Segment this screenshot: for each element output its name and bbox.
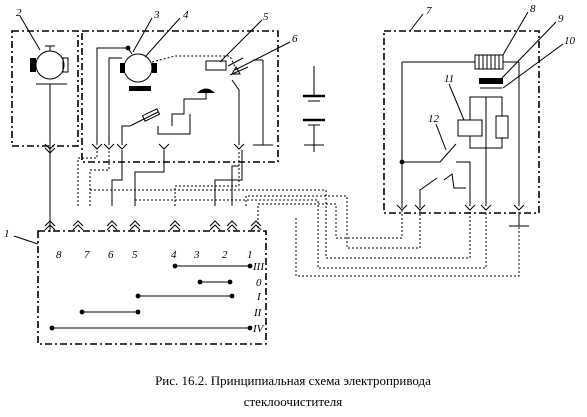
position-IV: IV: [252, 323, 265, 335]
pin-2: 2: [222, 249, 228, 261]
relay-internals: [399, 54, 520, 206]
figure-caption-line1: Рис. 16.2. Принципиальная схема электроп…: [155, 373, 431, 388]
motor-2-icon: [30, 45, 69, 85]
pin-1: 1: [247, 249, 253, 261]
label-3: 3: [153, 9, 160, 21]
pin-3: 3: [193, 249, 200, 261]
label-10: 10: [564, 35, 576, 47]
label-1: 1: [4, 228, 10, 240]
pin-8: 8: [56, 249, 62, 261]
wire-harness: [49, 84, 520, 277]
battery-icon: [303, 66, 325, 146]
switch-position-bars: [49, 263, 253, 331]
ground-symbol: [509, 212, 529, 227]
figure-caption-line2: стеклоочистителя: [244, 394, 343, 409]
leader-lines: [13, 11, 564, 245]
position-II: II: [253, 307, 263, 319]
pin-6: 6: [108, 249, 114, 261]
pin-7: 7: [84, 249, 90, 261]
label-8: 8: [530, 3, 536, 15]
block-motor-2: [11, 30, 79, 147]
label-9: 9: [558, 13, 564, 25]
position-I: I: [256, 291, 262, 303]
label-5: 5: [263, 11, 269, 23]
position-III: III: [252, 261, 265, 273]
block-relay-7: [383, 30, 540, 214]
position-0: 0: [256, 277, 262, 289]
pin-5: 5: [132, 249, 138, 261]
label-11: 11: [444, 73, 454, 85]
label-4: 4: [183, 9, 189, 21]
block-switch-1: [37, 230, 267, 345]
label-6: 6: [292, 33, 298, 45]
connector-chevrons: [44, 143, 525, 231]
motor-3-4-icon: [96, 45, 273, 146]
label-12: 12: [428, 113, 440, 125]
label-2: 2: [16, 7, 22, 19]
label-7: 7: [426, 5, 432, 17]
block-motor-assembly: [81, 30, 279, 163]
pin-4: 4: [171, 249, 177, 261]
